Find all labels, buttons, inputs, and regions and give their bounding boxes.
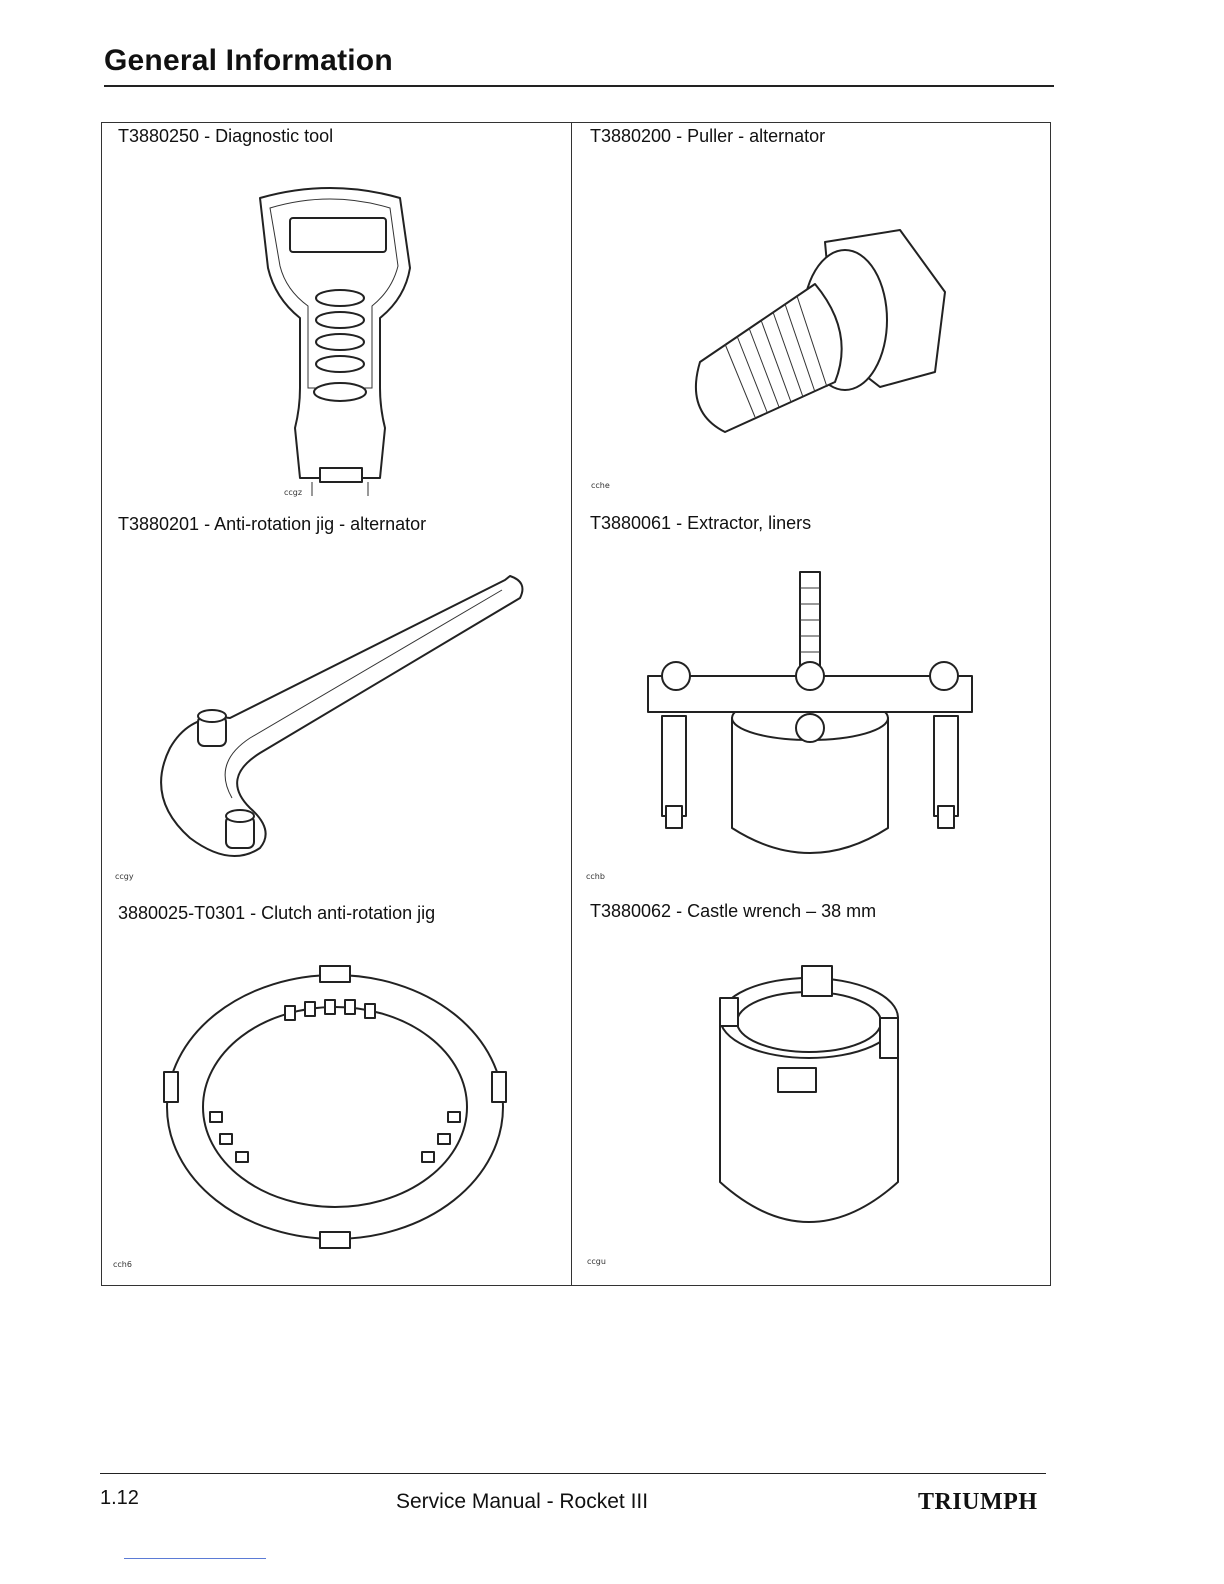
castle-wrench-illustration [714, 962, 904, 1242]
tool-title-extractor: T3880061 - Extractor, liners [590, 513, 811, 534]
footer-rule-left [100, 1473, 218, 1474]
diagnostic-tool-illustration [240, 178, 420, 498]
tool-title-clutch-jig: 3880025-T0301 - Clutch anti-rotation jig [118, 903, 435, 924]
footer-rule [218, 1473, 1046, 1474]
scan-underline [124, 1558, 266, 1559]
brand-logo: TRIUMPH [918, 1489, 1038, 1516]
tool-title-diagnostic: T3880250 - Diagnostic tool [118, 126, 333, 147]
manual-title: Service Manual - Rocket III [396, 1490, 648, 1514]
figure-code-extractor: cchb [586, 872, 605, 881]
figure-code-castle-wrench: ccgu [587, 1257, 606, 1266]
title-divider [104, 85, 1054, 87]
figure-code-puller: cche [591, 481, 610, 490]
alternator-puller-illustration [685, 222, 955, 437]
tool-title-castle-wrench: T3880062 - Castle wrench – 38 mm [590, 901, 876, 922]
page-title: General Information [104, 44, 393, 78]
grid-column-divider [571, 122, 572, 1286]
clutch-jig-illustration [160, 962, 510, 1252]
anti-rotation-jig-illustration [150, 568, 535, 868]
tool-title-puller: T3880200 - Puller - alternator [590, 126, 825, 147]
figure-code-diagnostic: ccgz [284, 488, 302, 497]
figure-code-alternator-jig: ccgy [115, 872, 134, 881]
figure-code-clutch-jig: cch6 [113, 1260, 132, 1269]
page-number: 1.12 [100, 1487, 139, 1510]
liner-extractor-illustration [642, 568, 977, 868]
tool-title-alternator-jig: T3880201 - Anti-rotation jig - alternato… [118, 514, 426, 535]
